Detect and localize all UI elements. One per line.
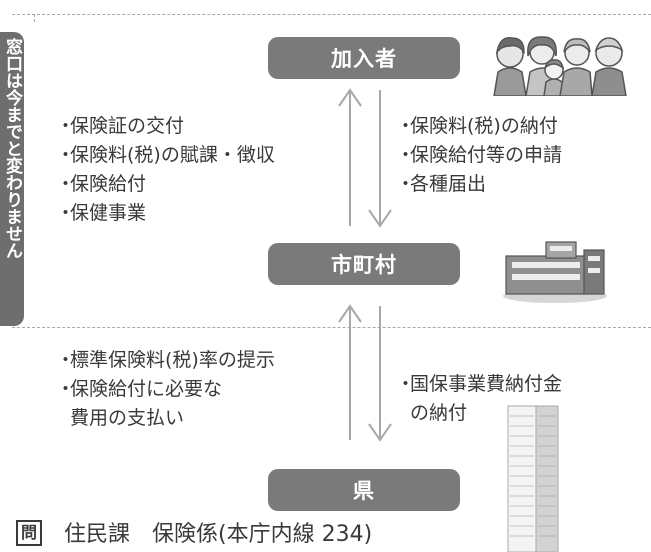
- node-municipality: 市町村: [268, 243, 460, 285]
- list-item: ・標準保険料(税)率の提示: [56, 349, 275, 371]
- list-municipality-to-prefecture: ・国保事業費納付金 ・の納付: [396, 370, 562, 428]
- list-item: ・各種届出: [396, 173, 487, 195]
- inquiry-badge: 問: [16, 520, 42, 546]
- contact-footer: 問住民課 保険係(本庁内線 234): [16, 516, 372, 548]
- list-municipality-to-subscriber: ・保険証の交付 ・保険料(税)の賦課・徴収 ・保険給付 ・保健事業: [56, 112, 275, 228]
- list-item: ・保険給付: [56, 173, 147, 195]
- up-arrow-head: [338, 88, 362, 107]
- list-item: ・保険給付に必要な: [56, 378, 223, 400]
- section-divider: [12, 327, 651, 328]
- list-item: ・の納付: [410, 402, 468, 424]
- list-prefecture-to-municipality: ・標準保険料(税)率の提示 ・保険給付に必要な ・費用の支払い: [56, 346, 275, 433]
- arrows-middle-bottom: [338, 304, 392, 442]
- arrows-top-middle: [338, 88, 392, 228]
- side-label: 窓口は今までと変わりません: [0, 32, 24, 326]
- contact-text: 住民課 保険係(本庁内線 234): [64, 522, 373, 547]
- list-item: ・国保事業費納付金: [396, 373, 563, 395]
- node-prefecture: 県: [268, 469, 460, 511]
- list-item: ・保険給付等の申請: [396, 144, 563, 166]
- list-item: ・費用の支払い: [70, 407, 185, 429]
- node-subscriber: 加入者: [268, 37, 460, 79]
- list-subscriber-to-municipality: ・保険料(税)の納付 ・保険給付等の申請 ・各種届出: [396, 112, 562, 199]
- top-dashed-border: [12, 14, 651, 15]
- list-item: ・保健事業: [56, 202, 147, 224]
- list-item: ・保険料(税)の納付: [396, 115, 558, 137]
- up-arrow-head: [338, 304, 362, 323]
- city-office-icon: [503, 241, 607, 303]
- family-icon: [493, 36, 627, 96]
- list-item: ・保険料(税)の賦課・徴収: [56, 144, 275, 166]
- down-arrow-head: [368, 423, 392, 442]
- prefecture-building-icon: [507, 405, 559, 552]
- top-dashed-corner: [34, 14, 35, 22]
- list-item: ・保険証の交付: [56, 115, 185, 137]
- down-arrow-head: [368, 209, 392, 228]
